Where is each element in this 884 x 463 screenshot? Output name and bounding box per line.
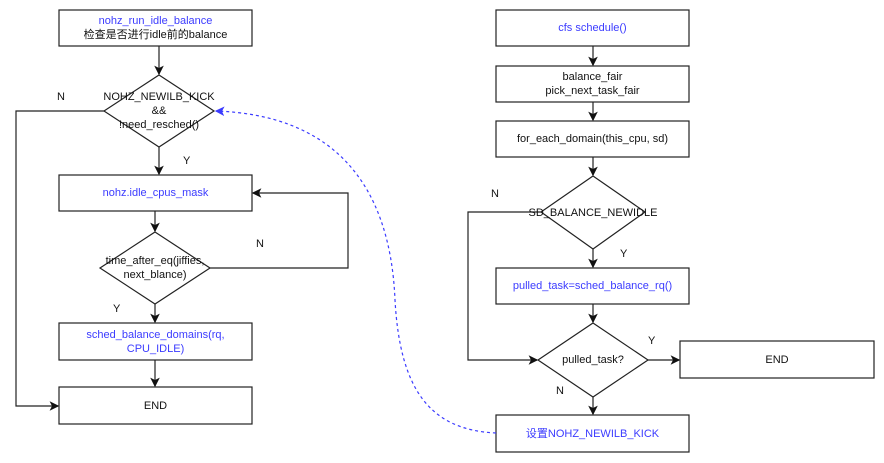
dashed-link: [214, 106, 497, 434]
decision3: SD_BALANCE_NEWIDLE: [528, 206, 658, 219]
d3-no-label: N: [491, 188, 499, 200]
decision1: NOHZ_NEWILB_KICK && !need_resched(): [94, 75, 224, 147]
balance-box-shape: [58, 322, 253, 361]
start-box: nohz_run_idle_balance 检查是否进行idle前的balanc…: [59, 10, 252, 46]
start-box-shape: [58, 9, 253, 47]
decision1-line1: NOHZ_NEWILB_KICK: [103, 91, 215, 103]
d1-yes-label: Y: [183, 155, 191, 167]
domain-box: for_each_domain(this_cpu, sd): [516, 133, 669, 145]
d2-yes-label: Y: [113, 303, 121, 315]
end-box-left: END: [143, 399, 168, 412]
decision2-line1: time_after_eq(jiffies,: [105, 255, 205, 267]
start-box-title: nohz_run_idle_balance: [98, 15, 213, 27]
d4-no-label: N: [556, 385, 564, 397]
fair-box-line1: balance_fair: [562, 71, 623, 83]
end-right-box-shape: [679, 340, 875, 379]
balance-box: sched_balance_domains(rq, CPU_IDLE): [59, 323, 252, 360]
fair-box-line2: pick_next_task_fair: [545, 85, 640, 97]
d3-yes-label: Y: [620, 248, 628, 260]
balance-box-line1: sched_balance_domains(rq,: [86, 328, 225, 341]
kick-box: 设置NOHZ_NEWILB_KICK: [525, 427, 660, 440]
end-box-right: END: [765, 353, 789, 366]
cfs-box-shape: [495, 9, 690, 47]
d4-yes-label: Y: [648, 335, 656, 347]
decision1-line3: !need_resched(): [118, 119, 200, 131]
kick-box-shape: [495, 414, 690, 453]
d1-no-label: N: [57, 91, 65, 103]
cfs-schedule-box: cfs schedule(): [558, 22, 627, 34]
mask-box: nohz.idle_cpus_mask: [102, 187, 209, 199]
pulled-box: pulled_task=sched_balance_rq(): [512, 280, 673, 292]
balance-box-line2: CPU_IDLE): [126, 342, 185, 355]
decision2: time_after_eq(jiffies, next_blance): [95, 232, 215, 304]
start-box-desc: 检查是否进行idle前的balance: [83, 29, 228, 41]
domain-box-shape: [495, 120, 690, 158]
fair-box-shape: [495, 65, 690, 103]
pulled-box-shape: [495, 267, 690, 305]
decision2-line2: next_blance): [123, 269, 187, 281]
d2-no-label: N: [256, 238, 264, 250]
fair-box: balance_fair pick_next_task_fair: [496, 66, 689, 102]
decision1-line2: &&: [151, 105, 167, 117]
decision4: pulled_task?: [562, 354, 624, 366]
